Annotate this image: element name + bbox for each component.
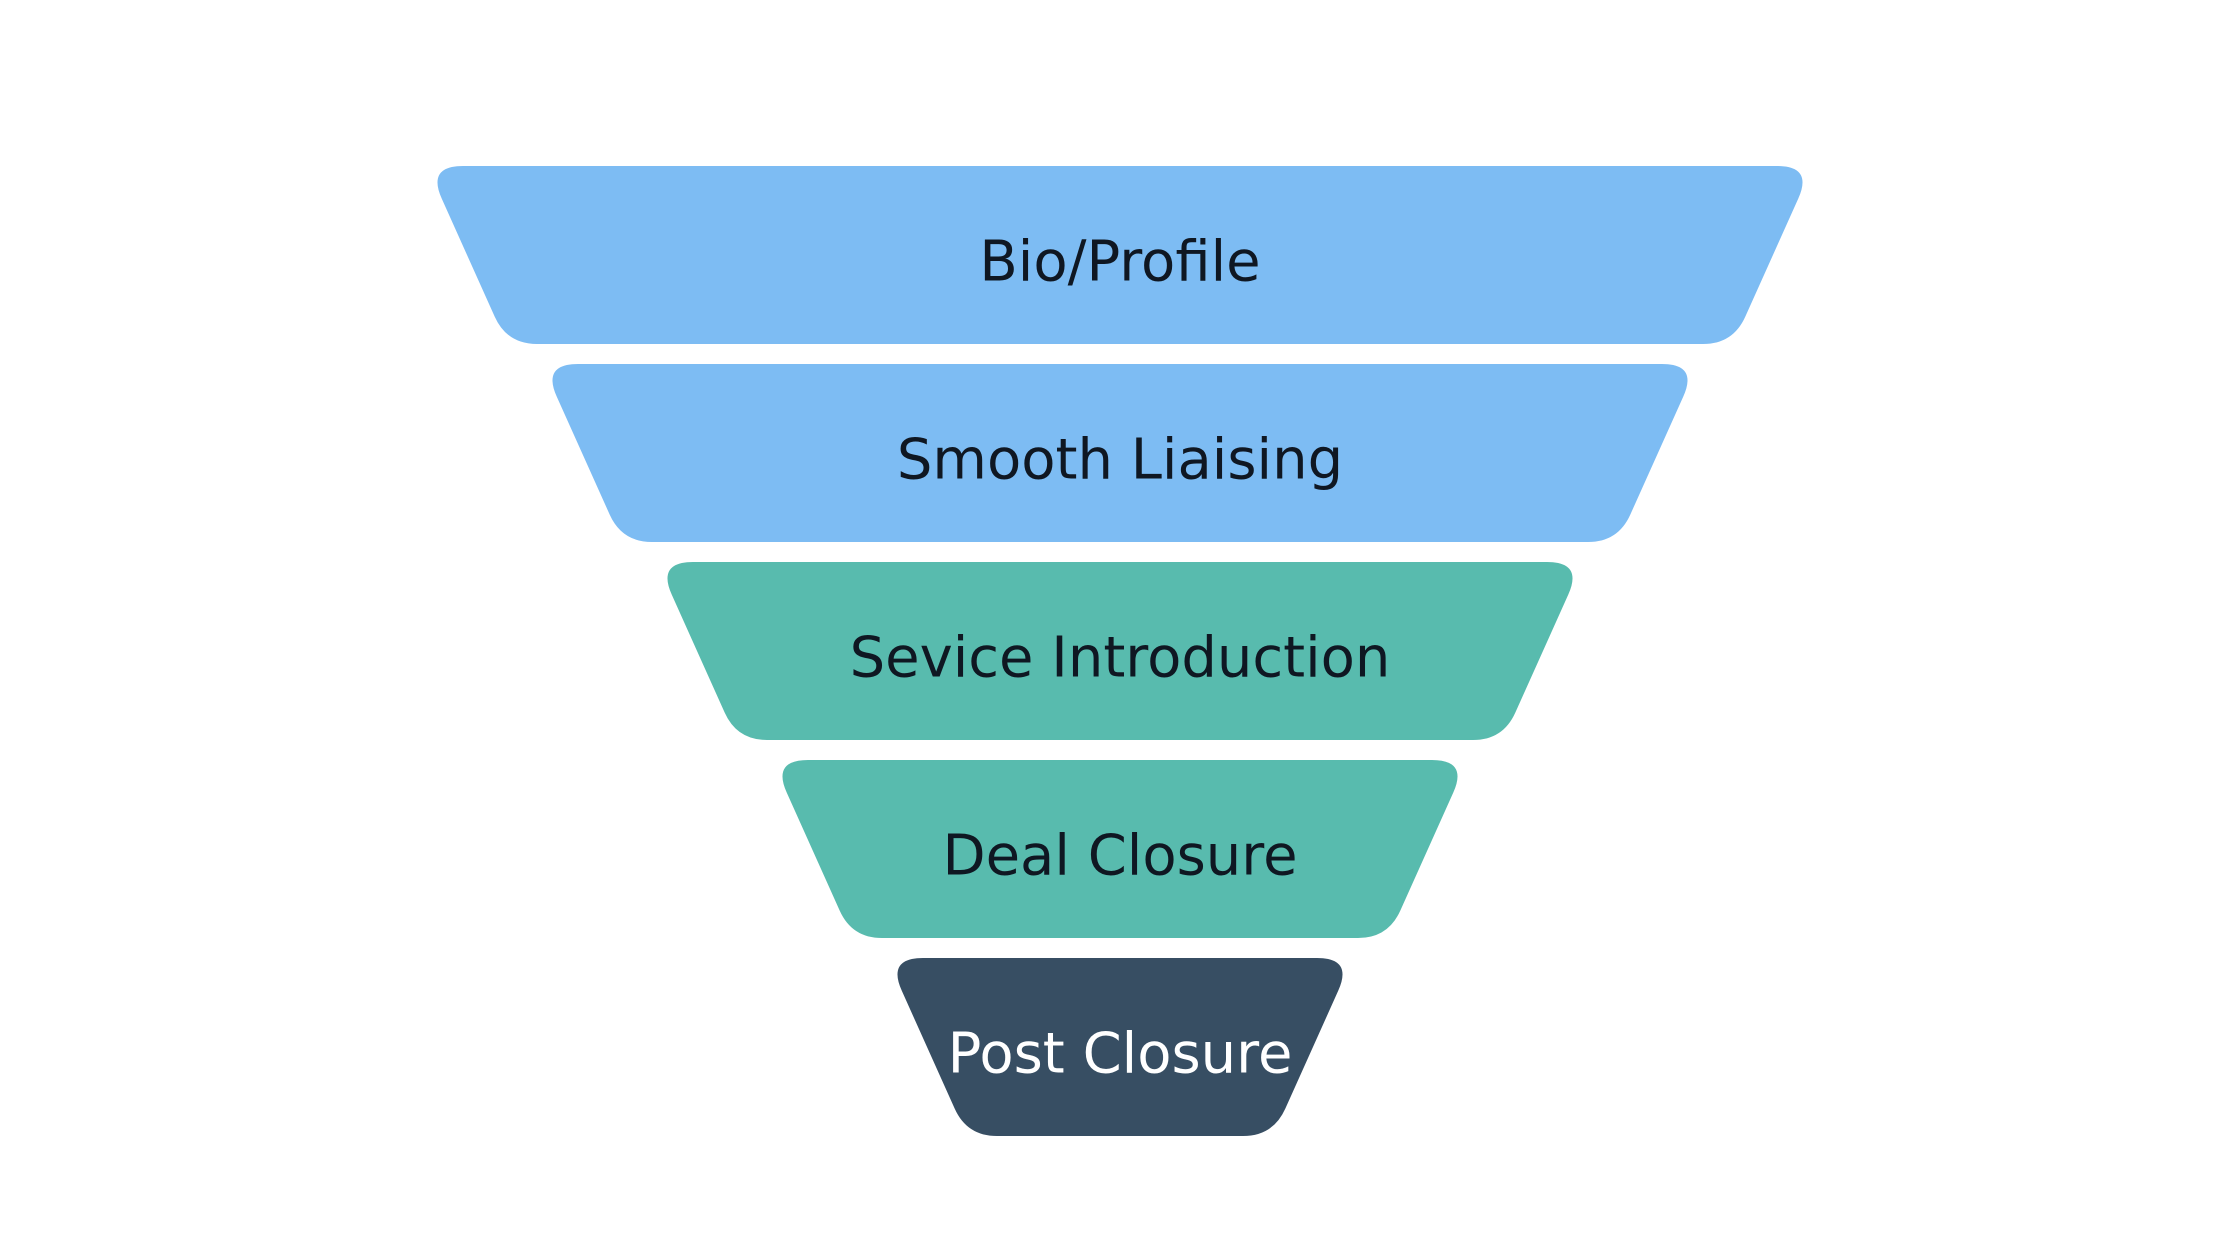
funnel-stage-3: Sevice Introduction	[667, 562, 1573, 740]
funnel-stage-4: Deal Closure	[782, 760, 1458, 938]
funnel-stage-2-label: Smooth Liaising	[897, 428, 1343, 493]
funnel-stage-2-shape	[552, 364, 1688, 542]
funnel-stage-1-shape	[437, 166, 1803, 344]
funnel-stage-3-shape	[667, 562, 1573, 740]
funnel-stage-4-label: Deal Closure	[942, 824, 1297, 889]
funnel-stage-5: Post Closure	[897, 958, 1343, 1136]
funnel-stage-5-label: Post Closure	[948, 1022, 1293, 1087]
funnel-stage-5-shape	[897, 958, 1343, 1136]
funnel-stage-3-label: Sevice Introduction	[850, 626, 1391, 691]
funnel-stage-1: Bio/Profile	[437, 166, 1803, 344]
funnel-stage-1-label: Bio/Profile	[979, 230, 1260, 295]
funnel-stage-4-shape	[782, 760, 1458, 938]
funnel-stage-2: Smooth Liaising	[552, 364, 1688, 542]
